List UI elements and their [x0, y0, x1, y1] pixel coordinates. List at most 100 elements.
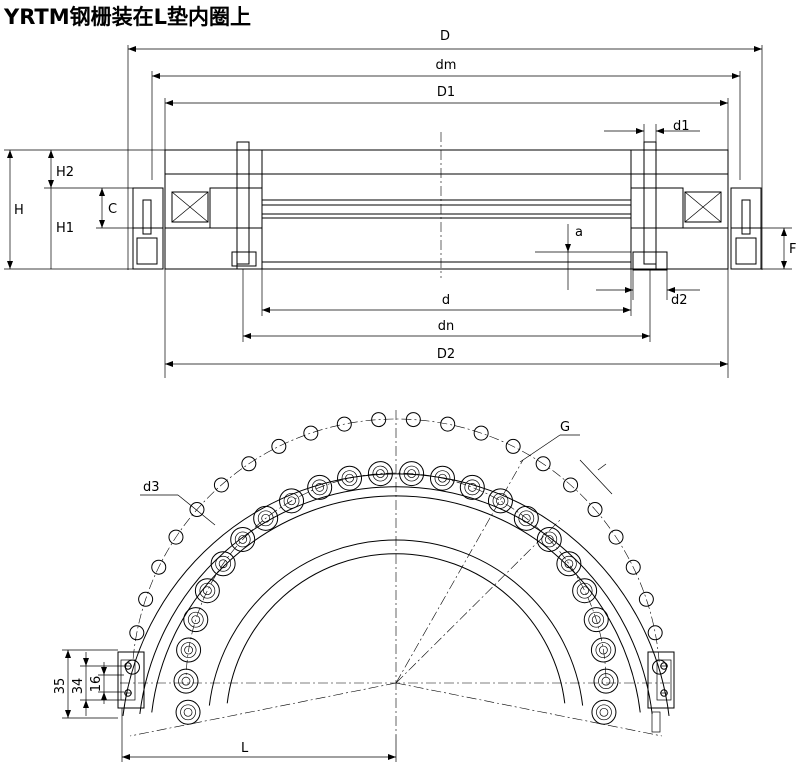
dimension-D: D [127, 29, 763, 270]
inner-mounting-hole [367, 461, 393, 487]
outer-mounting-hole [563, 477, 579, 493]
outer-mounting-hole [271, 438, 287, 454]
dimension-d: d [261, 269, 632, 316]
label-d1: d1 [673, 119, 690, 134]
inner-mounting-hole [253, 505, 279, 531]
dimension-16: 16 [89, 662, 124, 704]
dimension-d1: d1 [604, 119, 700, 142]
dimension-L: L [121, 708, 397, 762]
outer-mounting-hole [303, 425, 319, 441]
inner-mounting-hole [583, 607, 609, 633]
outer-mounting-hole [124, 659, 140, 675]
label-G: G [560, 420, 570, 435]
inner-mounting-hole [513, 505, 539, 531]
outer-mounting-hole [625, 559, 641, 575]
label-C: C [108, 202, 117, 217]
label-dn: dn [438, 319, 455, 334]
inner-pitch-circle [185, 472, 607, 677]
outer-mounting-hole [535, 456, 551, 472]
inner-mounting-hole [337, 465, 363, 491]
outer-mounting-hole [189, 502, 205, 518]
drawing-title: YRTM钢栅装在L垫内圈上 [4, 5, 252, 29]
label-a: a [575, 225, 583, 240]
left-screw [142, 199, 152, 235]
outer-mounting-hole [652, 659, 668, 675]
label-35: 35 [53, 678, 68, 695]
outer-mounting-hole [371, 412, 387, 428]
label-16: 16 [89, 676, 104, 693]
inner-mounting-hole [572, 578, 598, 604]
dimension-d2: d2 [596, 270, 700, 308]
label-L: L [241, 741, 249, 756]
dimension-34: 34 [71, 652, 124, 716]
outer-mounting-hole [241, 456, 257, 472]
right-l-ring [730, 187, 762, 229]
section-view: D dm D1 d1 [4, 29, 796, 378]
outer-ring-left-section [164, 149, 263, 175]
label-G-group: G [519, 420, 580, 463]
outer-pitch-circle [132, 418, 660, 662]
dimension-dn: dn [242, 269, 651, 342]
inner-mounting-hole [173, 668, 199, 694]
inner-mounting-hole [556, 551, 582, 577]
right-roller-cage [684, 191, 722, 223]
outer-ring-right-section [630, 149, 729, 175]
label-H: H [14, 203, 24, 218]
left-roller-cage [171, 191, 209, 223]
outer-mounting-hole [440, 416, 456, 432]
inner-mounting-hole [307, 474, 333, 500]
outer-mounting-hole [151, 559, 167, 575]
inner-mounting-hole [590, 637, 616, 663]
right-end-clamp [647, 651, 675, 733]
dimension-a: a [535, 224, 631, 290]
outer-mounting-hole [473, 425, 489, 441]
left-bolt [236, 141, 250, 265]
label-d3: d3 [143, 480, 160, 495]
outer-mounting-hole [647, 625, 663, 641]
label-D: D [440, 29, 450, 44]
outer-mounting-hole [638, 591, 654, 607]
left-inner-ring [164, 227, 238, 270]
inner-mounting-hole [183, 607, 209, 633]
dimension-D1: D1 [164, 85, 729, 150]
outer-mounting-hole [405, 412, 421, 428]
inner-mounting-hole [194, 578, 220, 604]
dimension-35: 35 [53, 649, 118, 719]
left-end-clamp [117, 651, 145, 709]
dimension-H2: H2 [44, 150, 133, 189]
outer-mounting-hole [587, 502, 603, 518]
right-screw [741, 199, 751, 235]
inner-mounting-hole [591, 699, 617, 725]
left-l-ring [132, 187, 164, 229]
inner-mounting-hole [210, 551, 236, 577]
label-d3-group: d3 [140, 480, 216, 526]
dimension-F: F [761, 227, 796, 270]
label-34: 34 [71, 678, 86, 695]
plan-view: G d3 [53, 410, 675, 762]
dimension-dm: dm [151, 58, 741, 180]
right-bolt [643, 141, 657, 265]
dimension-C: C [96, 188, 133, 229]
outer-mounting-hole [213, 477, 229, 493]
inner-mounting-hole [175, 699, 201, 725]
inner-mounting-hole [230, 526, 256, 552]
outer-mounting-hole [608, 529, 624, 545]
label-D2: D2 [437, 347, 455, 362]
inner-mounting-hole [429, 465, 455, 491]
inner-mounting-hole [593, 668, 619, 694]
label-d: d [442, 293, 450, 308]
label-dm: dm [436, 58, 457, 73]
inner-mounting-hole [487, 488, 513, 514]
dimension-H: H [4, 149, 165, 270]
outer-mounting-hole [505, 438, 521, 454]
label-H2: H2 [56, 165, 74, 180]
outer-mounting-hole [168, 529, 184, 545]
label-d2: d2 [671, 293, 688, 308]
inner-mounting-hole [399, 461, 425, 487]
label-H1: H1 [56, 221, 74, 236]
label-F: F [789, 242, 796, 257]
inner-mounting-hole [279, 488, 305, 514]
dimension-D2: D2 [164, 269, 729, 378]
outer-mounting-hole [336, 416, 352, 432]
